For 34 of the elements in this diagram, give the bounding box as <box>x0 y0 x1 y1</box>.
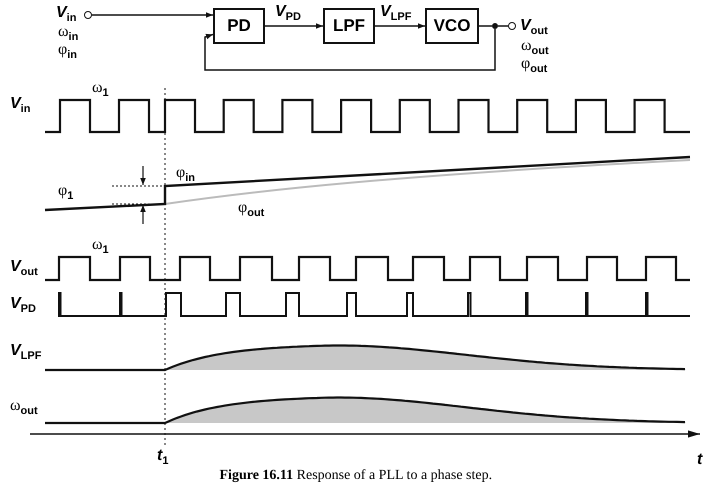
arrow <box>92 12 213 18</box>
block-box <box>323 8 375 44</box>
signal-label: V$_{LPF}$ <box>10 343 42 362</box>
junction-dot <box>492 23 498 29</box>
arrow <box>375 23 425 29</box>
phase-label: φ$_{out}$ <box>238 200 264 220</box>
terminal-circle <box>84 11 92 19</box>
arrow <box>204 29 496 71</box>
phase-label: φ$_{in}$ <box>176 165 196 184</box>
frequency-label: ω$_{1}$ <box>92 237 109 256</box>
block-label: LPF <box>332 16 366 36</box>
signal-label: ω$_{out}$ <box>521 38 549 58</box>
figure-caption: Figure 16.11 Response of a PLL to a phase step. <box>220 469 492 483</box>
signal-label: φ$_{out}$ <box>521 56 548 76</box>
signal-label: ω$_{out}$ <box>10 398 38 418</box>
block-box <box>425 8 479 44</box>
signal-label: V$_{out}$ <box>10 259 38 278</box>
time-label: t <box>697 452 702 468</box>
signal-label: V$_{in}$ <box>56 5 76 24</box>
edge-label: V$_{PD}$ <box>275 4 301 24</box>
terminal-circle <box>508 22 516 30</box>
signal-label: V$_{in}$ <box>10 96 30 116</box>
time-label: t$_{1}$ <box>157 448 168 468</box>
arrow <box>265 23 323 29</box>
frequency-label: ω$_{1}$ <box>92 80 109 100</box>
edge-label: V$_{LPF}$ <box>380 4 412 24</box>
signal-label: φ$_{in}$ <box>58 42 78 62</box>
signal-label: V$_{PD}$ <box>10 296 36 316</box>
signal-label: V$_{out}$ <box>520 18 548 38</box>
signal-label: ω$_{in}$ <box>58 24 78 44</box>
block-label: VCO <box>434 16 470 36</box>
phase-label: φ$_{1}$ <box>58 183 74 202</box>
block-box <box>213 8 265 44</box>
block-label: PD <box>227 16 251 36</box>
